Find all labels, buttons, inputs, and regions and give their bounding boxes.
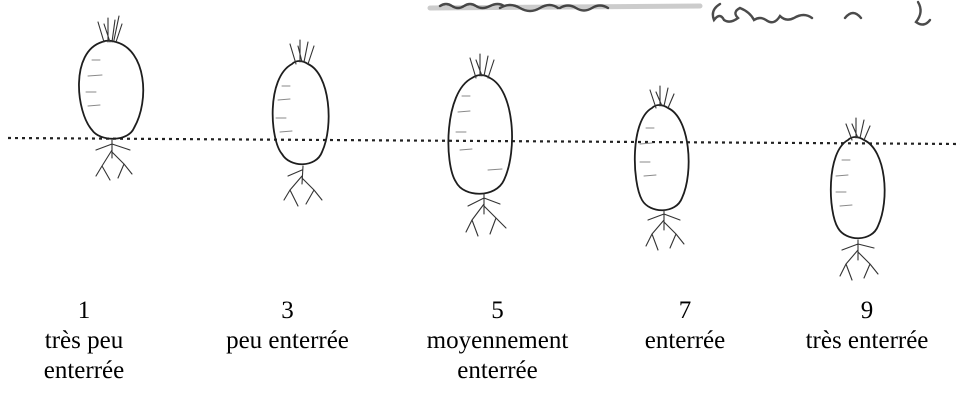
ground-line <box>7 136 961 146</box>
top-handwriting <box>427 0 932 26</box>
bulb-9 <box>829 117 886 281</box>
bulb-5 <box>447 53 513 237</box>
rating-description: très peu enterrée <box>43 327 125 384</box>
rating-description: peu enterrée <box>226 327 349 354</box>
rating-label-5: 5 moyennement enterrée <box>405 296 590 386</box>
rating-score: 7 <box>678 297 692 324</box>
rating-label-9: 9 très enterrée <box>782 296 952 356</box>
rating-label-3: 3 peu enterrée <box>200 296 375 356</box>
rating-score: 9 <box>860 297 874 324</box>
rating-description: moyennement enterrée <box>426 327 569 384</box>
rating-description: enterrée <box>644 327 726 354</box>
rating-description: très enterrée <box>805 327 929 354</box>
bulb-1 <box>78 15 145 181</box>
bulb-3 <box>271 39 330 207</box>
rating-score: 1 <box>77 297 91 324</box>
rating-label-1: 1 très peu enterrée <box>24 296 144 386</box>
bulb-7 <box>633 85 690 251</box>
rating-label-7: 7 enterrée <box>625 296 745 356</box>
rating-score: 5 <box>491 297 504 324</box>
rating-score: 3 <box>281 297 294 324</box>
